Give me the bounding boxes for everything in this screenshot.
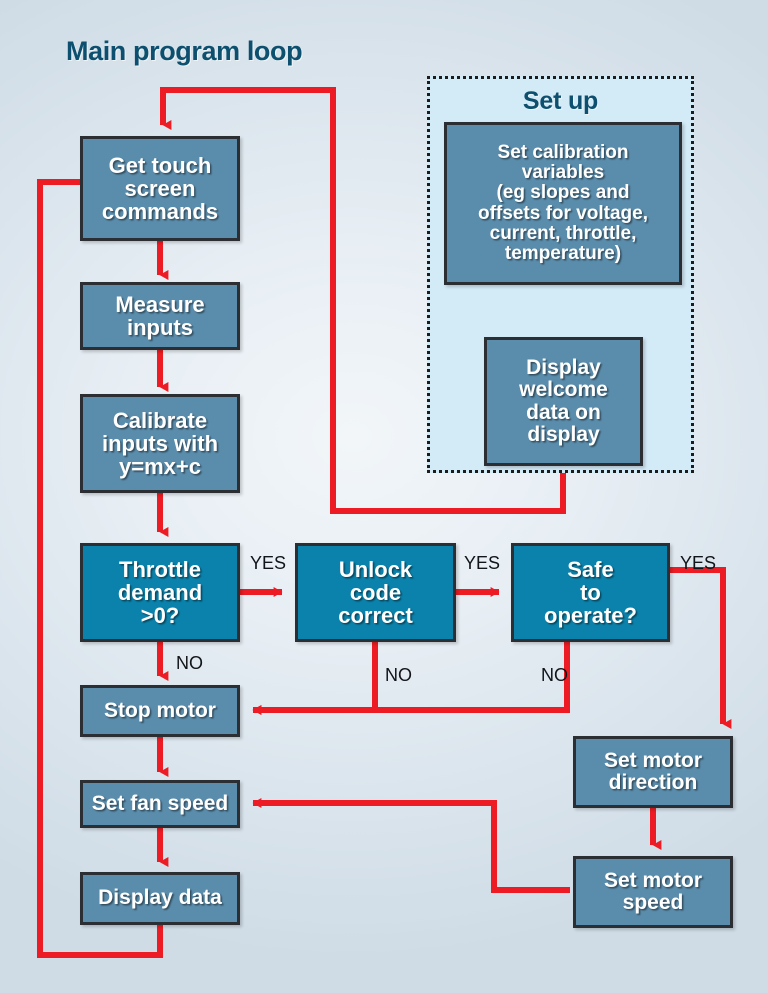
node-throttle-demand[interactable]: Throttle demand >0? <box>80 543 240 642</box>
node-stop-motor[interactable]: Stop motor <box>80 685 240 737</box>
wire-safe-yes-to-motordirection <box>670 567 732 729</box>
node-get-touch-screen-commands[interactable]: Get touch screen commands <box>80 136 240 241</box>
node-unlock-code-correct[interactable]: Unlock code correct <box>295 543 456 642</box>
edge-label-no-unlock: NO <box>385 665 412 685</box>
setup-panel-title: Set up <box>522 87 599 115</box>
node-display-data[interactable]: Display data <box>80 872 240 925</box>
node-safe-to-operate[interactable]: Safe to operate? <box>511 543 670 642</box>
edge-label-yes-throttle: YES <box>250 553 287 573</box>
page-title: Main program loop <box>66 36 303 66</box>
node-set-calibration-variables[interactable]: Set calibration variables (eg slopes and… <box>444 122 682 285</box>
edge-label-yes-unlock: YES <box>464 553 501 573</box>
wire-setup-to-main-loop <box>160 87 566 514</box>
node-set-motor-speed[interactable]: Set motor speed <box>573 856 733 928</box>
node-measure-inputs[interactable]: Measure inputs <box>80 282 240 350</box>
wire-displaydata-loopback <box>37 177 163 958</box>
node-calibrate-inputs[interactable]: Calibrate inputs with y=mx+c <box>80 394 240 493</box>
edge-label-no-safe: NO <box>541 665 568 685</box>
edge-label-yes-safe: YES <box>680 553 717 573</box>
wire-safe-no-to-stopmotor <box>252 642 570 715</box>
node-set-motor-direction[interactable]: Set motor direction <box>573 736 733 808</box>
node-set-fan-speed[interactable]: Set fan speed <box>80 780 240 828</box>
edge-label-no-throttle: NO <box>176 653 203 673</box>
wire-motorspeed-to-fanspeed <box>252 798 570 893</box>
wire-unlock-no-to-stopmotor <box>252 642 378 715</box>
node-display-welcome-data[interactable]: Display welcome data on display <box>484 337 643 466</box>
